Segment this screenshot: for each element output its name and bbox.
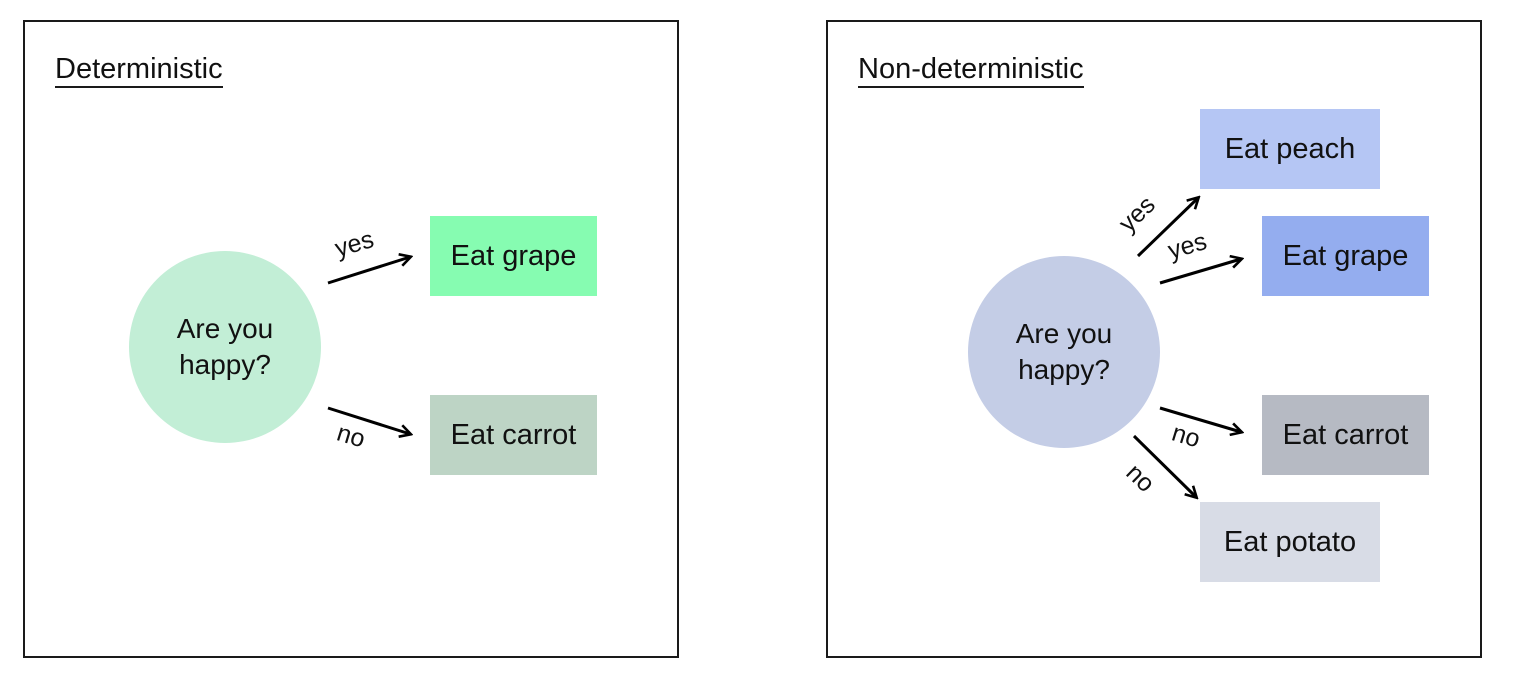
outcome-eat-potato: Eat potato: [1200, 502, 1380, 582]
outcome-eat-grape: Eat grape: [1262, 216, 1429, 296]
question-text: Are you happy?: [1015, 318, 1113, 385]
yes-arrow-grape: [1159, 259, 1241, 285]
deterministic-panel: Deterministic Are you happy? Eat grape E…: [23, 20, 679, 658]
outcome-eat-carrot: Eat carrot: [430, 395, 597, 475]
outcome-eat-peach: Eat peach: [1200, 109, 1380, 189]
deterministic-title: Deterministic: [55, 52, 223, 88]
no-arrow-potato: [1132, 434, 1196, 497]
outcome-label: Eat grape: [450, 239, 577, 272]
outcome-label: Eat carrot: [450, 418, 577, 451]
outcome-label: Eat potato: [1223, 525, 1357, 558]
no-arrow-carrot: [1159, 406, 1241, 432]
question-text: Are you happy?: [176, 313, 274, 380]
yes-arrow-peach: [1136, 198, 1198, 258]
non-deterministic-panel: Non-deterministic Are you happy? Eat pea…: [826, 20, 1482, 658]
non-deterministic-arrows: [1132, 22, 1484, 660]
question-node: Are you happy?: [129, 251, 321, 443]
deterministic-arrows: [327, 22, 681, 660]
outcome-label: Eat peach: [1224, 132, 1356, 165]
outcome-label: Eat carrot: [1282, 418, 1409, 451]
outcome-label: Eat grape: [1282, 239, 1409, 272]
question-node: Are you happy?: [968, 256, 1160, 448]
outcome-eat-grape: Eat grape: [430, 216, 597, 296]
outcome-eat-carrot: Eat carrot: [1262, 395, 1429, 475]
no-arrow: [327, 406, 410, 434]
yes-arrow: [327, 257, 410, 285]
non-deterministic-title: Non-deterministic: [858, 52, 1084, 88]
